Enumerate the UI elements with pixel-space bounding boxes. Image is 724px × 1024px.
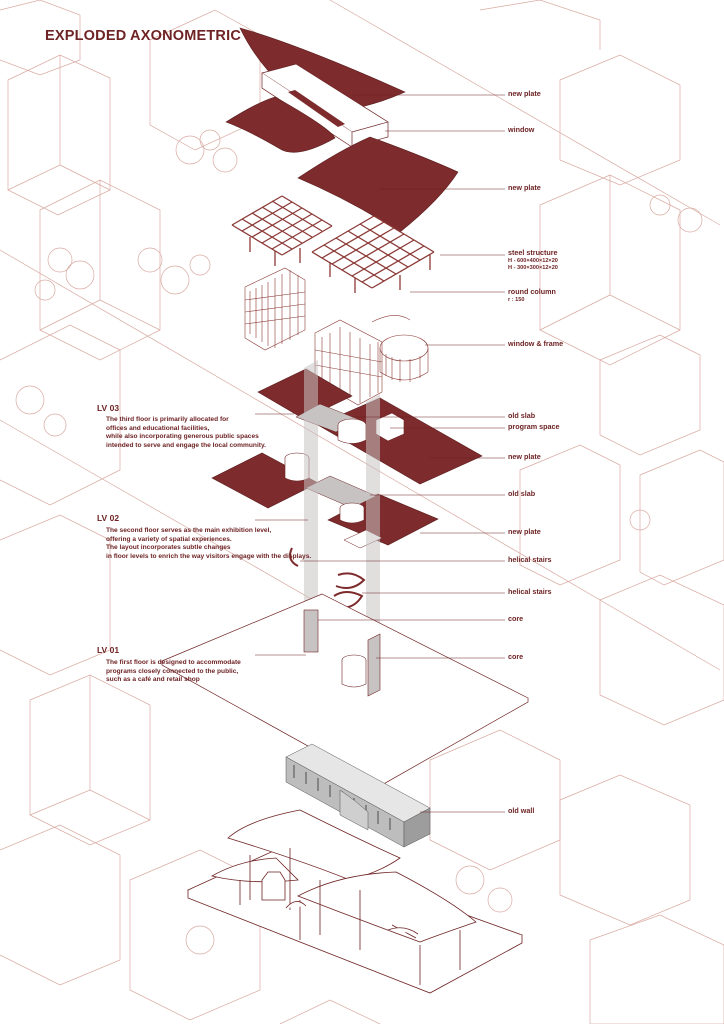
level-1-description: The first floor is designed to accommoda… — [106, 659, 241, 684]
lv03-program-space — [337, 412, 405, 444]
cores — [304, 360, 380, 688]
lv01-core — [303, 609, 381, 697]
label-old-slab-lv03: old slab — [508, 411, 536, 420]
label-core-1: core — [508, 614, 524, 623]
label-old-wall: old wall — [508, 806, 535, 815]
level-2-description: The second floor serves as the main exhi… — [106, 527, 312, 560]
leader-lines — [255, 94, 505, 813]
label-round-column: round column r : 150 — [508, 287, 556, 303]
window-box — [261, 63, 389, 148]
label-core-2: core — [508, 652, 524, 661]
ground-level-building — [186, 809, 523, 994]
page-title: EXPLODED AXONOMETRIC — [45, 28, 242, 44]
level-2-title: LV 02 — [97, 513, 120, 523]
label-program-space: program space — [508, 422, 560, 431]
roof-plate-lower — [225, 96, 336, 153]
level-3-description: The third floor is primarily allocated f… — [106, 416, 266, 449]
old-wall — [285, 743, 431, 848]
lv01-slab — [161, 593, 529, 787]
mid-new-plate — [297, 136, 459, 233]
label-new-plate-roof: new plate — [508, 89, 541, 98]
label-window-frame: window & frame — [508, 339, 564, 348]
lv02-cylinder — [284, 452, 365, 524]
level-3-title: LV 03 — [97, 403, 120, 413]
label-window: window — [508, 125, 535, 134]
label-new-plate-lv03: new plate — [508, 452, 541, 461]
window-glass — [288, 90, 345, 127]
label-new-plate-lv02: new plate — [508, 527, 541, 536]
level-1-title: LV 01 — [97, 645, 120, 655]
label-helical-stairs-1: helical stairs — [508, 555, 552, 564]
label-helical-stairs-2: helical stairs — [508, 587, 552, 596]
steel-structure — [231, 195, 435, 293]
label-steel-structure: steel structure H - 600×400×12×20 H - 30… — [508, 248, 558, 271]
label-new-plate-mid: new plate — [508, 183, 541, 192]
label-old-slab-lv02: old slab — [508, 489, 536, 498]
